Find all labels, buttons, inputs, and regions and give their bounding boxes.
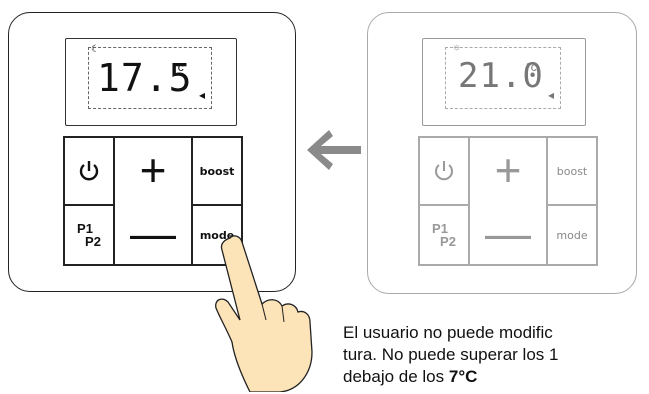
- arrow-left-icon: [307, 130, 361, 170]
- lcd-screen: ☾ 17.5 °c ◂: [88, 44, 212, 109]
- plus-button[interactable]: +: [494, 143, 522, 196]
- p2-label: P2: [85, 234, 101, 249]
- temperature-readout: 17.5: [97, 56, 193, 100]
- thermostat-left: ☾ 17.5 °c ◂ + — boost P1 P2 mode: [8, 12, 296, 292]
- p1-label: P1: [432, 221, 448, 236]
- temperature-unit: °c: [173, 60, 184, 74]
- program-button[interactable]: P1 P2: [64, 205, 114, 265]
- p2-label: P2: [440, 234, 456, 249]
- lcd-display: ☾ 17.5 °c ◂: [65, 38, 237, 126]
- temperature-unit: °c: [526, 60, 537, 74]
- lcd-screen: ☼ 21.0 °c ◂: [445, 42, 561, 109]
- caption-line-2: tura. No puede superar los 1: [343, 345, 559, 364]
- thermostat-right: ☼ 21.0 °c ◂ + — boost P1 P2 mode: [367, 12, 637, 294]
- caption-line-3: debajo de los 7°C: [343, 366, 649, 388]
- keypad: + — boost P1 P2 mode: [418, 136, 598, 266]
- caption-line-1: El usuario no puede modific: [343, 323, 553, 342]
- plus-button[interactable]: +: [139, 143, 167, 196]
- power-icon: [79, 161, 99, 181]
- program-label: P1 P2: [432, 222, 456, 248]
- adjust-keys: + —: [114, 137, 192, 265]
- boost-button[interactable]: boost: [192, 137, 242, 205]
- adjust-keys: + —: [469, 137, 547, 265]
- keypad: + — boost P1 P2 mode: [63, 136, 243, 266]
- power-button[interactable]: [419, 137, 469, 205]
- heating-indicator-icon: ◂: [198, 88, 205, 102]
- caption-line-3-bold: 7°C: [448, 367, 478, 386]
- moon-icon: ☾: [91, 44, 100, 55]
- minus-button[interactable]: —: [485, 206, 531, 259]
- caption-line-3-prefix: debajo de los: [343, 367, 449, 386]
- power-icon: [435, 161, 453, 181]
- sun-icon: ☼: [452, 42, 462, 53]
- lcd-display: ☼ 21.0 °c ◂: [422, 38, 586, 126]
- program-label: P1 P2: [77, 222, 101, 248]
- power-button[interactable]: [64, 137, 114, 205]
- pointing-hand-icon: [215, 235, 313, 392]
- caption-text: El usuario no puede modific tura. No pue…: [343, 322, 649, 388]
- temperature-readout: 21.0: [458, 56, 544, 96]
- boost-button[interactable]: boost: [547, 137, 597, 205]
- mode-button[interactable]: mode: [547, 205, 597, 265]
- heating-indicator-icon: ◂: [547, 88, 554, 102]
- program-button[interactable]: P1 P2: [419, 205, 469, 265]
- minus-button[interactable]: —: [130, 206, 176, 259]
- p1-label: P1: [77, 221, 93, 236]
